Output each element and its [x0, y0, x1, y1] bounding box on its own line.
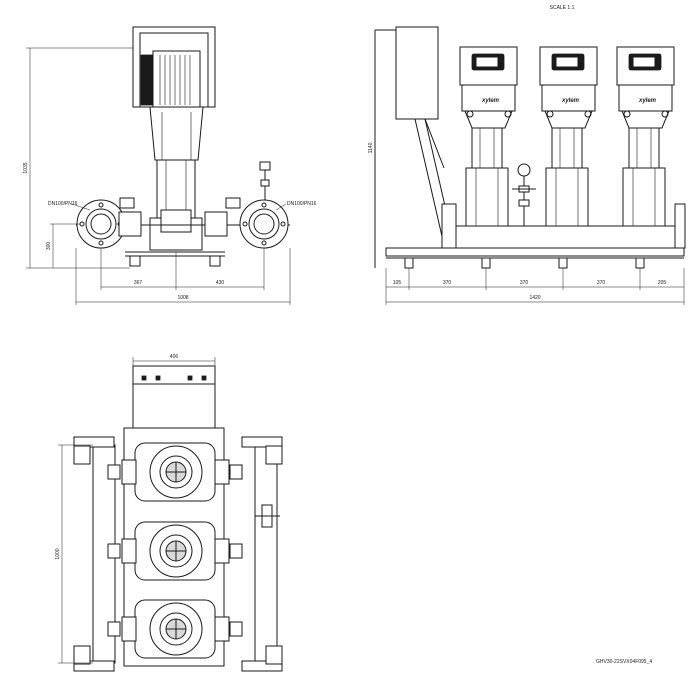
brand-logo-1: xylem — [481, 98, 500, 104]
pump-column — [156, 159, 196, 219]
drawing-code: GHV30-22SVX04F095_4 — [596, 659, 652, 665]
front-view: DN100/PN16 DN100/PN16 1035 300 367 430 1… — [23, 26, 317, 305]
dim-height-total: 1035 — [23, 162, 29, 173]
top-control-cabinet — [132, 365, 216, 429]
scale-label: SCALE 1:1 — [550, 5, 575, 11]
brand-logo-3: xylem — [638, 98, 657, 104]
top-pump-2 — [107, 521, 243, 581]
dim-height-axis: 300 — [46, 242, 52, 251]
side-manifold — [454, 225, 682, 249]
flange-right-label: DN100/PN16 — [287, 201, 317, 207]
side-view: xylem xylem — [368, 26, 686, 305]
top-manifold-right — [254, 444, 278, 664]
dim-left: 367 — [134, 280, 143, 286]
dim-seg-1: 105 — [393, 280, 402, 286]
flange-left-label: DN100/PN16 — [48, 201, 78, 207]
dim-panel-width: 406 — [170, 354, 179, 360]
top-view: 406 — [55, 354, 283, 672]
dim-seg-3: 370 — [520, 280, 529, 286]
dim-seg-5: 205 — [658, 280, 667, 286]
dim-seg-2: 370 — [443, 280, 452, 286]
dim-right: 430 — [216, 280, 225, 286]
pressure-gauge — [512, 163, 536, 226]
pump-unit-1: xylem — [459, 46, 518, 227]
top-pump-1 — [107, 442, 243, 502]
dim-side-height: 1140 — [368, 142, 374, 153]
dim-side-total: 1420 — [529, 295, 540, 301]
brand-logo-2: xylem — [561, 98, 580, 104]
side-control-cabinet — [395, 26, 439, 120]
dim-length: 1000 — [55, 548, 61, 559]
dim-total-width: 1008 — [177, 295, 188, 301]
motor-housing — [152, 50, 201, 108]
dim-seg-4: 370 — [597, 280, 606, 286]
pump-unit-2: xylem — [539, 46, 598, 227]
pump-unit-3: xylem — [616, 46, 675, 227]
top-pump-3 — [107, 599, 243, 659]
